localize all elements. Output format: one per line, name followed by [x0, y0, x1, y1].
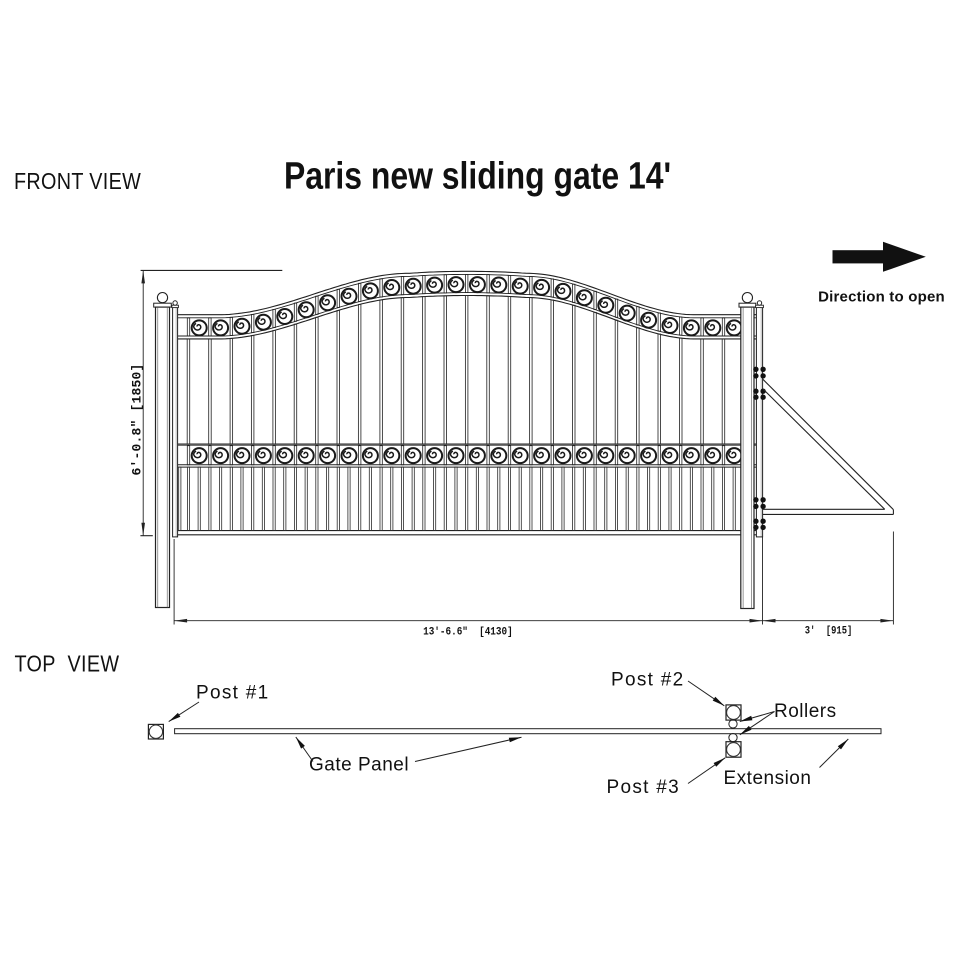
- svg-text:TOP VIEW: TOP VIEW: [15, 651, 120, 677]
- svg-text:Post #1: Post #1: [196, 683, 270, 704]
- svg-text:Post #2: Post #2: [611, 670, 685, 691]
- svg-text:3' [915]: 3' [915]: [805, 625, 852, 637]
- svg-text:Post #3: Post #3: [607, 777, 681, 798]
- svg-text:Gate Panel: Gate Panel: [309, 754, 409, 775]
- svg-text:13'-6.6" [4130]: 13'-6.6" [4130]: [423, 626, 513, 639]
- svg-text:Paris new sliding gate 14': Paris new sliding gate 14': [284, 155, 671, 197]
- svg-text:FRONT VIEW: FRONT VIEW: [14, 169, 142, 195]
- svg-text:Extension: Extension: [724, 768, 812, 789]
- svg-text:6'-0.8" [1850]: 6'-0.8" [1850]: [130, 363, 145, 475]
- svg-text:Direction to open: Direction to open: [818, 289, 945, 306]
- svg-text:Rollers: Rollers: [774, 701, 837, 722]
